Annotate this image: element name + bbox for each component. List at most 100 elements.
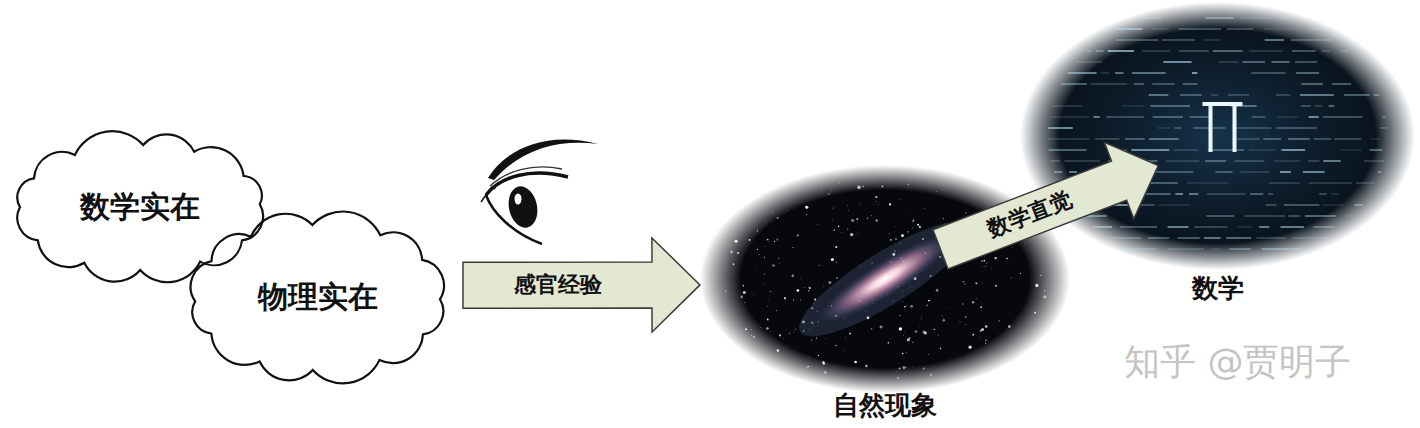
star (1044, 290, 1046, 292)
star (981, 213, 983, 215)
star (943, 239, 945, 241)
formula-stroke (1168, 226, 1189, 228)
cloud-outline (191, 212, 444, 384)
star (776, 239, 778, 241)
star (805, 206, 806, 207)
star (951, 244, 952, 245)
star (803, 330, 805, 332)
star (760, 327, 762, 329)
star (751, 329, 753, 331)
product-symbol (1203, 104, 1243, 152)
star (808, 366, 809, 367)
star (890, 239, 892, 241)
star (779, 334, 781, 336)
star (902, 301, 904, 303)
formula-stroke (1281, 226, 1304, 228)
formula-ground (1020, 2, 1415, 270)
formula-stroke (1183, 83, 1198, 85)
star (897, 281, 899, 283)
formula-stroke (1252, 116, 1265, 118)
star (793, 331, 795, 333)
formula-stroke (1370, 139, 1381, 140)
star (767, 239, 769, 241)
star (965, 316, 967, 318)
star (764, 257, 765, 258)
formula-stroke (1048, 139, 1090, 140)
star (972, 334, 974, 336)
star (782, 338, 784, 340)
star (757, 231, 758, 232)
star (892, 253, 895, 256)
formula-stroke (1311, 28, 1320, 29)
star (880, 292, 882, 294)
star (898, 363, 900, 365)
star (875, 201, 877, 203)
star (733, 272, 735, 274)
formula-stroke (1187, 182, 1228, 183)
formula-stroke (1068, 72, 1097, 74)
formula-stroke (1099, 171, 1116, 173)
star (735, 240, 738, 243)
star (980, 306, 982, 308)
formula-stroke (1241, 171, 1270, 172)
formula-stroke (1265, 39, 1284, 41)
formula-stroke (1313, 226, 1335, 228)
star (942, 230, 945, 233)
watermark: 知乎 @贾明子 (1122, 340, 1353, 383)
star (966, 357, 968, 359)
formula-stroke (1301, 105, 1311, 107)
star (797, 289, 800, 292)
star (761, 336, 763, 338)
watermark-holder: 知乎 @贾明子 (1122, 340, 1353, 383)
star (894, 250, 895, 251)
star (768, 240, 770, 242)
star (844, 317, 846, 319)
formula-stroke (1107, 183, 1137, 184)
star (897, 286, 898, 287)
star (836, 277, 837, 278)
star (766, 327, 769, 330)
formula-stroke (1096, 50, 1104, 52)
star (983, 260, 985, 262)
star (918, 325, 920, 327)
star (939, 243, 941, 245)
star (1006, 258, 1008, 260)
iris (505, 184, 541, 231)
formula-stroke (1137, 17, 1162, 19)
formula-stroke (1116, 39, 1158, 40)
star (786, 310, 788, 312)
star (772, 264, 775, 267)
formula-stroke (1263, 138, 1281, 140)
star (806, 214, 807, 215)
star (963, 281, 965, 283)
formula-stroke (1122, 106, 1144, 107)
formula-stroke (1205, 17, 1233, 18)
star (747, 245, 749, 247)
star (737, 252, 739, 254)
star (821, 189, 823, 191)
star (1028, 233, 1030, 235)
formula-stroke (1193, 127, 1225, 128)
formula-stroke (1194, 226, 1227, 228)
star (756, 268, 758, 270)
star (743, 291, 746, 294)
formula-stroke (1153, 116, 1183, 118)
star (725, 290, 726, 291)
star (838, 225, 840, 227)
star (900, 243, 901, 244)
star (887, 293, 889, 295)
galaxy-core (810, 223, 960, 335)
star (856, 218, 858, 220)
formula-stroke (1174, 127, 1181, 128)
block-arrow (933, 142, 1158, 269)
star (859, 265, 861, 267)
formula-stroke (1226, 237, 1251, 239)
star (777, 349, 780, 352)
star (1011, 247, 1013, 249)
star (909, 337, 911, 339)
formula-stroke (1334, 139, 1361, 140)
formula-stroke (1292, 50, 1316, 51)
formula-stroke (1052, 105, 1082, 106)
star (854, 361, 857, 364)
star (835, 345, 837, 347)
